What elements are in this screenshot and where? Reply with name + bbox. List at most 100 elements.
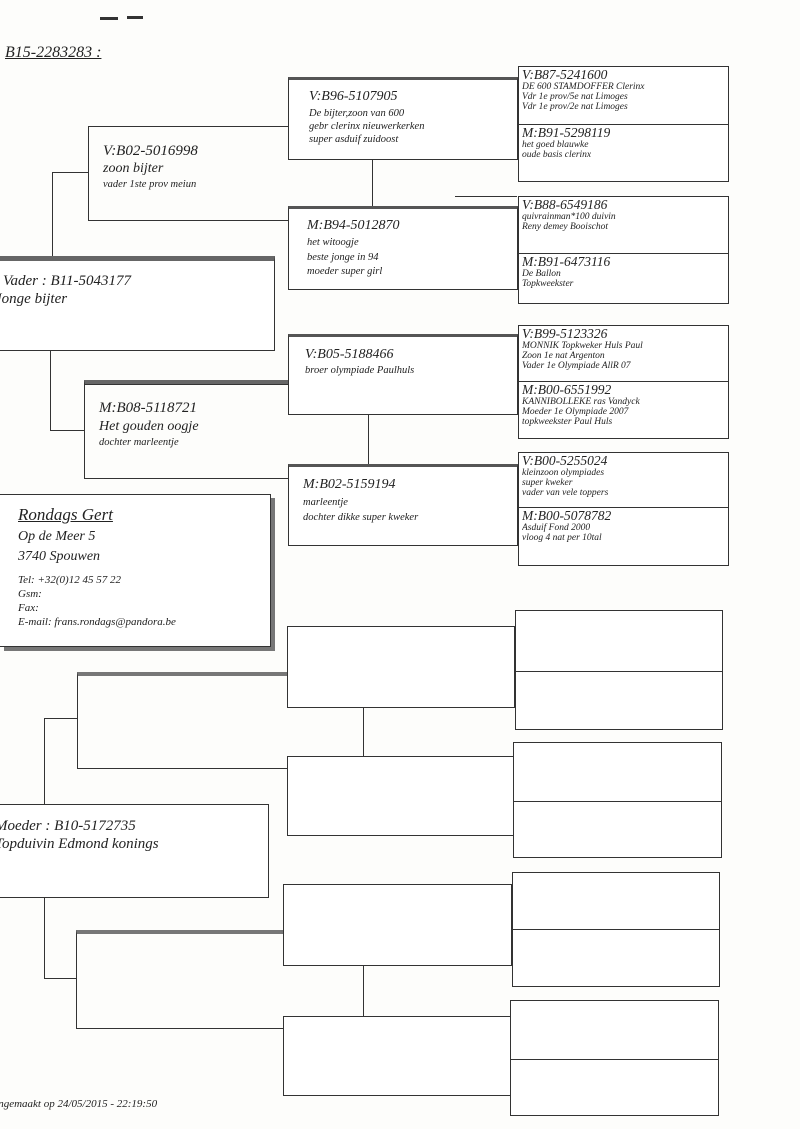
sire-sire-line: zoon bijter <box>103 161 164 176</box>
scan-mark <box>127 16 143 19</box>
sd-sire-ring: V:B05-5188466 <box>305 347 394 362</box>
gg-line: vader van vele toppers <box>522 488 609 498</box>
gg-line: Vader 1e Olympiade AllR 07 <box>522 361 631 371</box>
empty-gg-box <box>512 872 720 987</box>
divider <box>519 253 728 254</box>
connector <box>372 160 373 208</box>
gg-line: Topkweekster <box>522 279 574 289</box>
gg-line: Reny demey Booischot <box>522 222 608 232</box>
connector <box>44 718 45 804</box>
owner-tel: Tel: +32(0)12 45 57 22 <box>18 574 121 586</box>
sd-dam-box: M:B02-5159194 marleentje dochter dikke s… <box>288 464 518 546</box>
gg-ring: M:B91-5298119 <box>522 126 611 140</box>
gg-line: Zoon 1e nat Argenton <box>522 351 605 361</box>
owner-name: Rondags Gert <box>18 505 113 524</box>
connector <box>44 978 76 979</box>
connector <box>368 414 369 464</box>
gg-pair-box: V:B99-5123326 MONNIK Topkweker Huls Paul… <box>518 325 729 439</box>
gg-ring: V:B88-6549186 <box>522 198 608 212</box>
dam-ring: Moeder : B10-5172735 <box>0 818 136 834</box>
connector <box>363 708 364 756</box>
gg-line: DE 600 STAMDOFFER Clerinx <box>522 82 645 92</box>
owner-box: Rondags Gert Op de Meer 5 3740 Spouwen T… <box>0 494 271 647</box>
footer-created: Aangemaakt op 24/05/2015 - 22:19:50 <box>0 1098 158 1110</box>
gg-line: kleinzoon olympiades <box>522 468 605 478</box>
gg-line: De Ballon <box>522 269 561 279</box>
sire-dam-line: dochter marleentje <box>99 437 179 448</box>
ss-sire-line: super asduif zuidoost <box>309 134 399 145</box>
gg-cell: V:B87-5241600 DE 600 STAMDOFFER Clerinx … <box>522 68 725 112</box>
gg-cell: M:B00-5078782 Asduif Fond 2000 vloog 4 n… <box>522 509 725 543</box>
empty-box <box>287 626 515 708</box>
connector <box>44 898 45 978</box>
connector <box>50 430 84 431</box>
gg-ring: V:B87-5241600 <box>522 68 608 82</box>
divider <box>519 124 728 125</box>
ss-dam-line: het witoogje <box>307 237 359 248</box>
sire-dam-ring: M:B08-5118721 <box>99 400 198 416</box>
sd-dam-line: dochter dikke super kweker <box>303 512 419 523</box>
empty-box <box>283 884 512 966</box>
empty-gg-box <box>515 610 723 730</box>
sire-name: Jonge bijter <box>0 291 68 307</box>
pigeon-ring-number: B15-2283283 : <box>5 44 102 61</box>
sire-box: Vader : B11-5043177 Jonge bijter <box>0 256 275 351</box>
gg-cell: V:B00-5255024 kleinzoon olympiades super… <box>522 454 725 498</box>
connector <box>52 172 53 256</box>
divider <box>511 1059 718 1060</box>
dam-box: Moeder : B10-5172735 Topduivin Edmond ko… <box>0 804 269 898</box>
sire-ring: Vader : B11-5043177 <box>3 273 132 289</box>
dam-dam-box <box>76 930 283 1028</box>
sire-sire-ring: V:B02-5016998 <box>103 143 198 159</box>
connector <box>88 126 288 127</box>
gg-cell: M:B00-6551992 KANNIBOLLEKE ras Vandyck M… <box>522 383 725 427</box>
gg-line: het goed blauwke <box>522 140 589 150</box>
ss-dam-ring: M:B94-5012870 <box>307 218 400 233</box>
gg-line: topkweekster Paul Huls <box>522 417 613 427</box>
empty-gg-box <box>513 742 722 858</box>
gg-line: vloog 4 nat per 10tal <box>522 533 602 543</box>
scan-mark <box>100 17 118 20</box>
sire-sire-line: vader 1ste prov meiun <box>103 179 197 190</box>
gg-line: MONNIK Topkweker Huls Paul <box>522 341 643 351</box>
owner-gsm: Gsm: <box>18 588 42 600</box>
sire-dam-line: Het gouden oogje <box>99 419 199 434</box>
divider <box>513 929 719 930</box>
gg-line: Vdr 1e prov/2e nat Limoges <box>522 102 628 112</box>
gg-line: Asduif Fond 2000 <box>522 523 591 533</box>
connector <box>50 350 51 430</box>
owner-city: 3740 Spouwen <box>18 549 101 564</box>
ss-sire-ring: V:B96-5107905 <box>309 89 398 104</box>
gg-ring: V:B99-5123326 <box>522 327 608 341</box>
sire-sire-box: V:B02-5016998 zoon bijter vader 1ste pro… <box>88 126 288 220</box>
sd-dam-line: marleentje <box>303 497 348 508</box>
gg-line: super kweker <box>522 478 573 488</box>
empty-gg-box <box>510 1000 719 1116</box>
gg-ring: V:B00-5255024 <box>522 454 608 468</box>
connector <box>84 384 288 385</box>
connector <box>52 172 88 173</box>
gg-line: quivrainman*100 duivin <box>522 212 616 222</box>
gg-line: Moeder 1e Olympiade 2007 <box>522 407 629 417</box>
divider <box>519 381 728 382</box>
gg-ring: M:B00-6551992 <box>522 383 612 397</box>
owner-street: Op de Meer 5 <box>18 529 96 544</box>
divider <box>519 507 728 508</box>
sd-sire-line: broer olympiade Paulhuls <box>305 365 415 376</box>
ss-dam-line: beste jonge in 94 <box>307 252 379 263</box>
gg-line: oude basis clerinx <box>522 150 592 160</box>
dam-name: Topduivin Edmond konings <box>0 836 159 852</box>
owner-fax: Fax: <box>18 602 39 614</box>
sire-dam-box: M:B08-5118721 Het gouden oogje dochter m… <box>84 380 288 478</box>
gg-pair-box: V:B88-6549186 quivrainman*100 duivin Ren… <box>518 196 729 304</box>
gg-pair-box: V:B87-5241600 DE 600 STAMDOFFER Clerinx … <box>518 66 729 182</box>
connector <box>455 196 517 197</box>
divider <box>514 801 721 802</box>
ss-sire-line: De bijter,zoon van 600 <box>309 108 405 119</box>
connector <box>76 1028 283 1029</box>
connector <box>84 478 288 479</box>
gg-ring: M:B91-6473116 <box>522 255 611 269</box>
gg-cell: V:B99-5123326 MONNIK Topkweker Huls Paul… <box>522 327 725 371</box>
ss-dam-line: moeder super girl <box>307 266 383 277</box>
gg-line: KANNIBOLLEKE ras Vandyck <box>522 397 640 407</box>
